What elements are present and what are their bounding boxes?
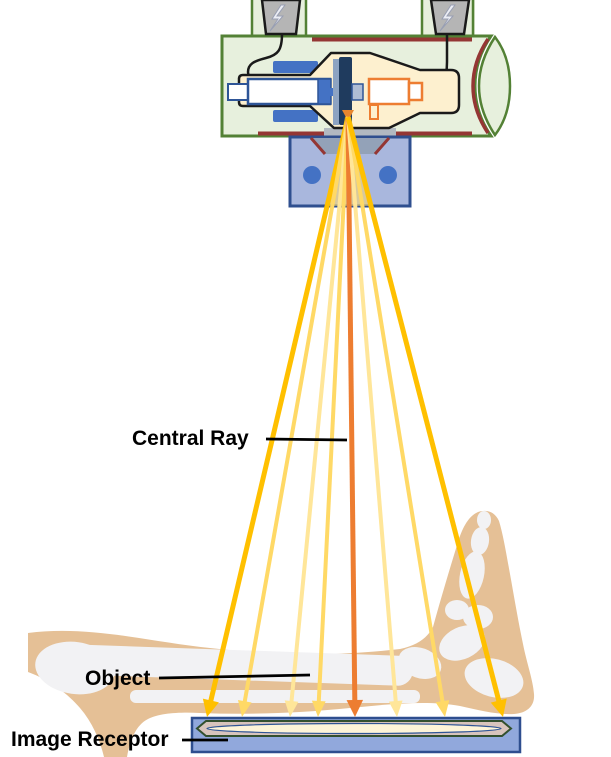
collimator-knob-right (379, 166, 397, 184)
lightning-bolt-icon (269, 4, 286, 32)
beam-ray (346, 116, 445, 704)
beam-ray-arrowhead (284, 700, 299, 717)
image-receptor (190, 716, 522, 754)
beam-ray (242, 116, 350, 704)
beam-ray-arrowhead (388, 700, 403, 717)
beam-ray-arrowhead (311, 700, 326, 717)
anode-assembly (333, 57, 424, 125)
image-receptor-label: Image Receptor (11, 728, 169, 751)
xray-beam (202, 116, 507, 717)
rotor-bearing (407, 81, 424, 102)
collimator-knob-left (303, 166, 321, 184)
bone-talus (439, 625, 485, 661)
stator-winding-bottom (273, 110, 318, 122)
housing-stub-left-border (250, 0, 308, 37)
housing-stub-right-border (420, 0, 475, 37)
anode-disc (339, 57, 352, 125)
beam-ray-arrowhead (490, 698, 507, 717)
film (206, 722, 502, 735)
focal-spot (342, 110, 354, 121)
central-ray-arrowhead (346, 699, 364, 717)
bone-navicular (445, 600, 469, 620)
central-ray (345, 116, 358, 703)
bone-phalanx-proximal (470, 527, 490, 555)
rotor-body (367, 77, 411, 106)
bone-fibula (130, 690, 420, 703)
hv-connector-left (260, 0, 302, 36)
object-label: Object (85, 667, 151, 690)
stator-winding-top (273, 61, 318, 73)
cathode-assembly (227, 77, 340, 106)
beam-ray (346, 116, 398, 704)
bone-tibia-distal (398, 647, 442, 679)
beam-ray (207, 116, 351, 703)
rotor-tab (369, 104, 379, 120)
anode-stem (351, 83, 364, 101)
cathode-cylinder (246, 77, 332, 106)
beam-ray-arrowhead (435, 700, 450, 717)
beam-ray (345, 116, 502, 704)
housing-end-crescent (477, 34, 512, 138)
bone-tibia (58, 644, 413, 686)
beam-ray-arrowhead (237, 700, 252, 717)
beam-ray (289, 116, 350, 704)
central-ray-pointer-line (265, 437, 348, 442)
bone-phalanx-distal (477, 511, 491, 529)
beam-ray (316, 116, 350, 704)
lightning-bolt-icon (439, 4, 456, 32)
beam-ray-arrowhead (202, 698, 219, 717)
collimator-shutter-edges (309, 137, 391, 155)
lining-arc (471, 38, 490, 134)
leg-foot-illustration (28, 510, 535, 757)
central-ray-label: Central Ray (132, 427, 249, 450)
tube-port-window (324, 128, 396, 136)
cathode-head (317, 78, 332, 105)
hv-connector-right (429, 0, 471, 36)
object-pointer-line (158, 673, 311, 680)
anode-disc-edge (333, 59, 339, 125)
